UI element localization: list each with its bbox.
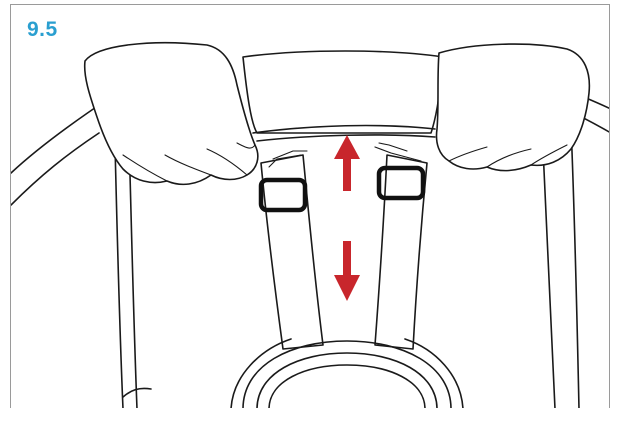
down-arrow-icon	[334, 241, 360, 301]
harness-adjustment-illustration	[11, 5, 610, 408]
crotch-buckle	[231, 339, 463, 408]
instruction-figure: 9.5	[10, 4, 610, 408]
right-harness-strap	[375, 143, 427, 349]
torso	[243, 51, 443, 141]
step-number: 9.5	[27, 19, 58, 40]
left-hand	[85, 43, 258, 185]
right-hand	[437, 44, 590, 171]
up-arrow-icon	[334, 135, 360, 191]
